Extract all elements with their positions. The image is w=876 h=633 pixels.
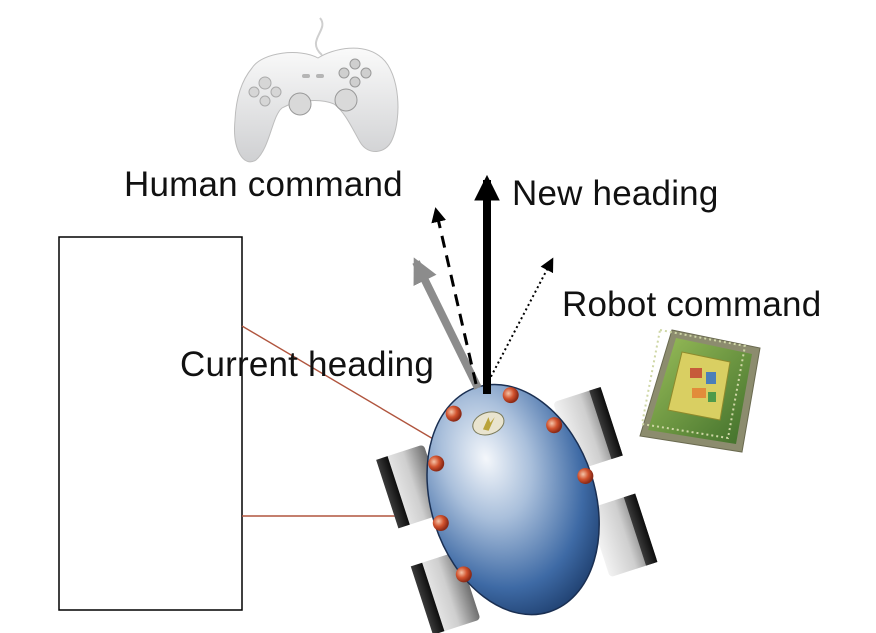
sensor xyxy=(432,514,449,531)
current-heading-arrow xyxy=(412,257,482,390)
sensor xyxy=(428,455,445,472)
sensor xyxy=(455,566,472,583)
sensor xyxy=(502,387,519,404)
robot-icon xyxy=(376,383,658,633)
robot-command-label: Robot command xyxy=(562,285,822,324)
cpu-chip-icon xyxy=(639,328,761,453)
gamepad-icon xyxy=(234,17,399,163)
current-heading-label: Current heading xyxy=(180,345,434,384)
empty-box xyxy=(58,236,243,611)
human-command-arrow xyxy=(431,207,478,385)
leader-line-top xyxy=(241,325,441,444)
robot-command-arrow xyxy=(483,257,554,391)
wheel-rear-right xyxy=(588,493,658,577)
new-heading-label: New heading xyxy=(512,174,719,213)
sensor xyxy=(546,417,563,434)
human-command-label: Human command xyxy=(124,165,403,204)
sensor xyxy=(445,405,462,422)
sensor xyxy=(577,468,594,485)
